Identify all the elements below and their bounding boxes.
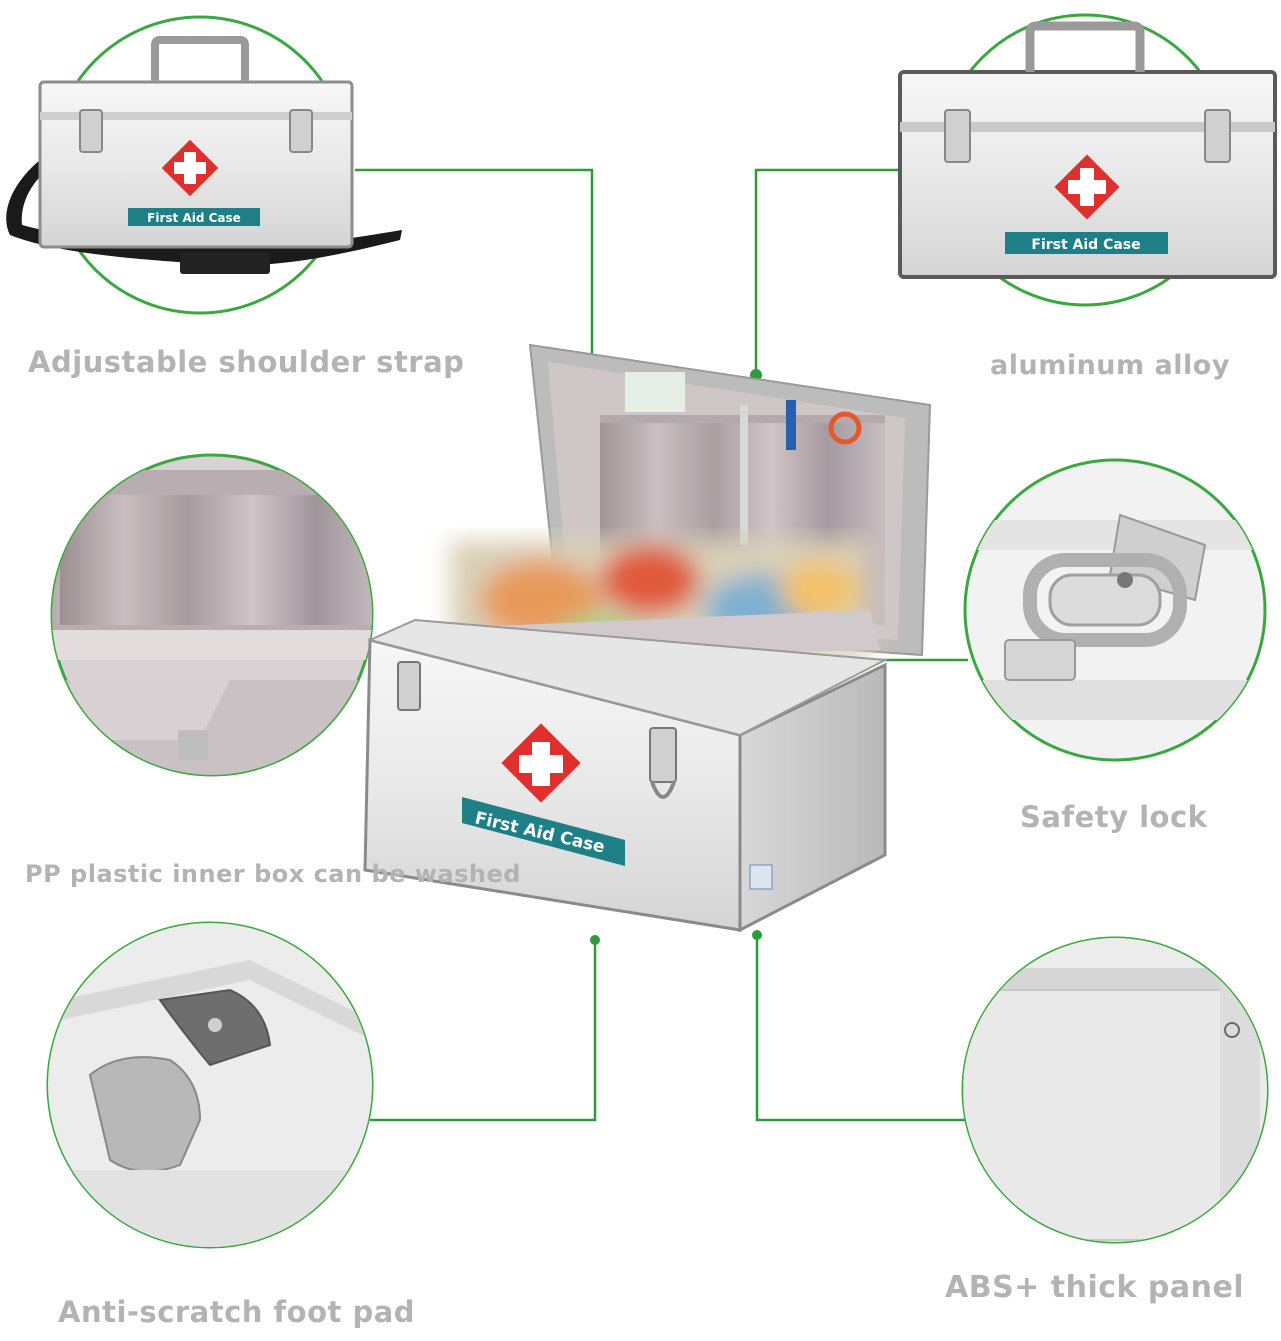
connector-lines xyxy=(355,168,968,1122)
feature-label-inner-box: PP plastic inner box can be washed xyxy=(25,860,521,888)
feature-label-shoulder-strap: Adjustable shoulder strap xyxy=(28,345,465,379)
case-label-small-1: First Aid Case xyxy=(147,211,241,225)
case-label-small-2: First Aid Case xyxy=(1031,237,1140,253)
connector-pad xyxy=(370,940,597,1122)
panel-detail-circle xyxy=(961,936,1269,1244)
feature-label-thick-panel: ABS+ thick panel xyxy=(945,1270,1245,1305)
lock-detail-circle xyxy=(963,458,1267,762)
foot-pad-detail-circle xyxy=(46,921,374,1249)
main-case-illustration: First Aid Case xyxy=(363,343,932,933)
connector-strap xyxy=(355,168,594,375)
feature-label-aluminum-alloy: aluminum alloy xyxy=(990,350,1230,381)
alloy-case-illustration: First Aid Case xyxy=(898,21,1277,279)
inner-box-detail-circle xyxy=(50,453,374,777)
feature-label-safety-lock: Safety lock xyxy=(1020,800,1208,834)
connector-panel xyxy=(755,935,965,1122)
connector-alloy xyxy=(754,168,940,375)
strap-case-illustration: First Aid Case xyxy=(6,36,402,274)
feature-label-foot-pad: Anti-scratch foot pad xyxy=(58,1295,416,1329)
